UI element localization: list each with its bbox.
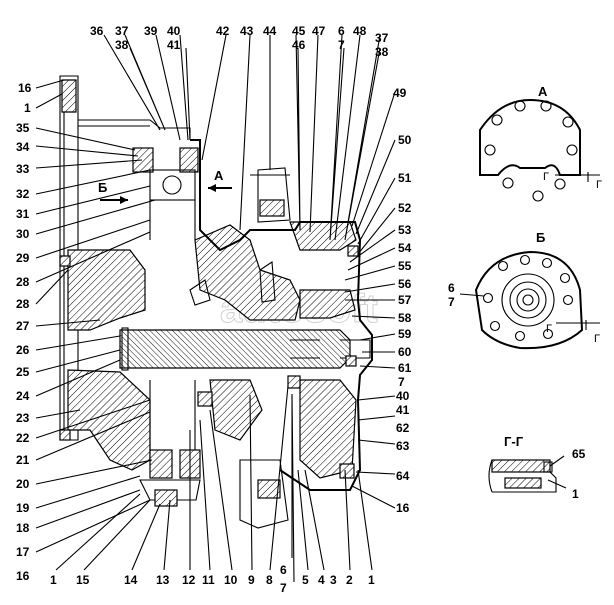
callout-top-41: 41 [167,38,181,52]
callout-left-27: 27 [16,319,30,333]
callout-right-58: 58 [398,311,412,325]
callout-bottom-5: 5 [302,573,309,587]
callout-bottom-9: 9 [248,573,255,587]
callout-right-64: 64 [396,469,410,483]
callout-top-39: 39 [144,24,158,38]
callout-top-38b: 38 [375,45,389,59]
callout-top-47: 47 [312,24,326,38]
callout-top-44: 44 [263,24,277,38]
callout-right-61: 61 [398,361,412,375]
callout-top-40: 40 [167,24,181,38]
arrow-b-label: Б [98,180,107,195]
callout-left-28: 28 [16,275,30,289]
callout-right-62: 62 [396,421,410,435]
callout-left-18: 18 [16,521,30,535]
main-section-view: Б А [35,34,396,583]
view-a-title: А [538,84,548,99]
callout-bottom-6: 6 [280,563,287,577]
callout-bottom-15: 15 [76,573,90,587]
section-gg-callout-65: 65 [572,447,586,461]
callout-right-57: 57 [398,293,412,307]
callout-right-16: 16 [396,501,410,515]
callout-right-7: 7 [398,375,405,389]
callout-right-55: 55 [398,259,412,273]
callout-top-42: 42 [216,24,230,38]
view-b-cut-mark: Г [546,323,552,335]
view-b-callout-6: 6 [448,281,455,295]
callout-left-34: 34 [16,140,30,154]
callout-right-50: 50 [398,133,412,147]
callout-top-38: 38 [115,38,129,52]
section-gg-title: Г-Г [504,434,524,449]
callout-left-1: 1 [24,101,31,115]
callout-left-33: 33 [16,162,30,176]
callout-bottom-8: 8 [266,573,273,587]
callout-left-20: 20 [16,477,30,491]
callout-top-43: 43 [240,24,254,38]
callout-left-23: 23 [16,411,30,425]
callout-left-30: 30 [16,227,30,241]
callout-top-37: 37 [115,24,129,38]
callout-left-21: 21 [16,453,30,467]
callout-top-36: 36 [90,24,104,38]
callout-top-46: 46 [292,38,306,52]
callout-right-51: 51 [398,171,412,185]
callout-bottom-10: 10 [224,573,238,587]
callout-left-16b: 16 [16,569,30,583]
callout-bottom-1: 1 [50,573,57,587]
callout-bottom-12: 12 [182,573,196,587]
callout-top-37b: 37 [375,31,389,45]
callout-bottom-13: 13 [156,573,170,587]
callout-right-59: 59 [398,327,412,341]
view-b-cut-mark-b: Г [594,333,600,345]
callout-left-28b: 28 [16,297,30,311]
view-a-cut-mark-b: Г [596,179,602,191]
right-callouts: 49 50 51 52 53 54 55 56 57 58 59 60 61 7… [393,86,412,515]
view-b: Б 6 7 Г Г [448,230,600,350]
callout-bottom-4: 4 [318,573,325,587]
callout-left-22: 22 [16,431,30,445]
callout-left-29: 29 [16,251,30,265]
callout-left-16: 16 [18,81,32,95]
callout-bottom-1b: 1 [368,573,375,587]
callout-bottom-3: 3 [330,573,337,587]
callout-right-60: 60 [398,345,412,359]
callout-bottom-11: 11 [202,573,215,587]
section-gg: Г-Г 65 1 [488,434,586,501]
view-b-title: Б [536,230,545,245]
callout-left-24: 24 [16,389,30,403]
callout-bottom-7: 7 [280,581,287,595]
view-a: А Г Г [479,84,602,202]
top-callouts: 36 37 38 39 40 41 42 43 44 45 46 47 6 7 … [90,24,389,59]
callout-right-49: 49 [393,86,407,100]
callout-bottom-2: 2 [346,573,353,587]
callout-left-17: 17 [16,545,30,559]
callout-bottom-14: 14 [124,573,138,587]
callout-left-26: 26 [16,343,30,357]
callout-right-54: 54 [398,241,412,255]
view-b-callout-7: 7 [448,295,455,309]
arrow-a-label: А [214,168,224,183]
callout-right-52: 52 [398,201,412,215]
callout-right-41: 41 [396,403,410,417]
callout-left-19: 19 [16,501,30,515]
view-a-cut-mark: Г [543,171,549,183]
callout-left-25: 25 [16,365,30,379]
left-callouts: 16 1 35 34 33 32 31 30 29 28 28 27 26 25… [16,81,32,583]
section-gg-callout-1: 1 [572,487,579,501]
callout-top-48: 48 [353,24,367,38]
callout-top-6: 6 [338,24,345,38]
callout-right-56: 56 [398,277,412,291]
callout-left-32: 32 [16,187,30,201]
callout-top-7: 7 [338,38,345,52]
bottom-callouts: 1 15 14 13 12 11 10 9 8 6 7 5 4 3 2 1 [50,563,375,595]
callout-left-31: 31 [16,207,30,221]
callout-top-45: 45 [292,24,306,38]
callout-right-63: 63 [396,439,410,453]
callout-right-40: 40 [396,389,410,403]
callout-right-53: 53 [398,223,412,237]
callout-left-35: 35 [16,121,30,135]
